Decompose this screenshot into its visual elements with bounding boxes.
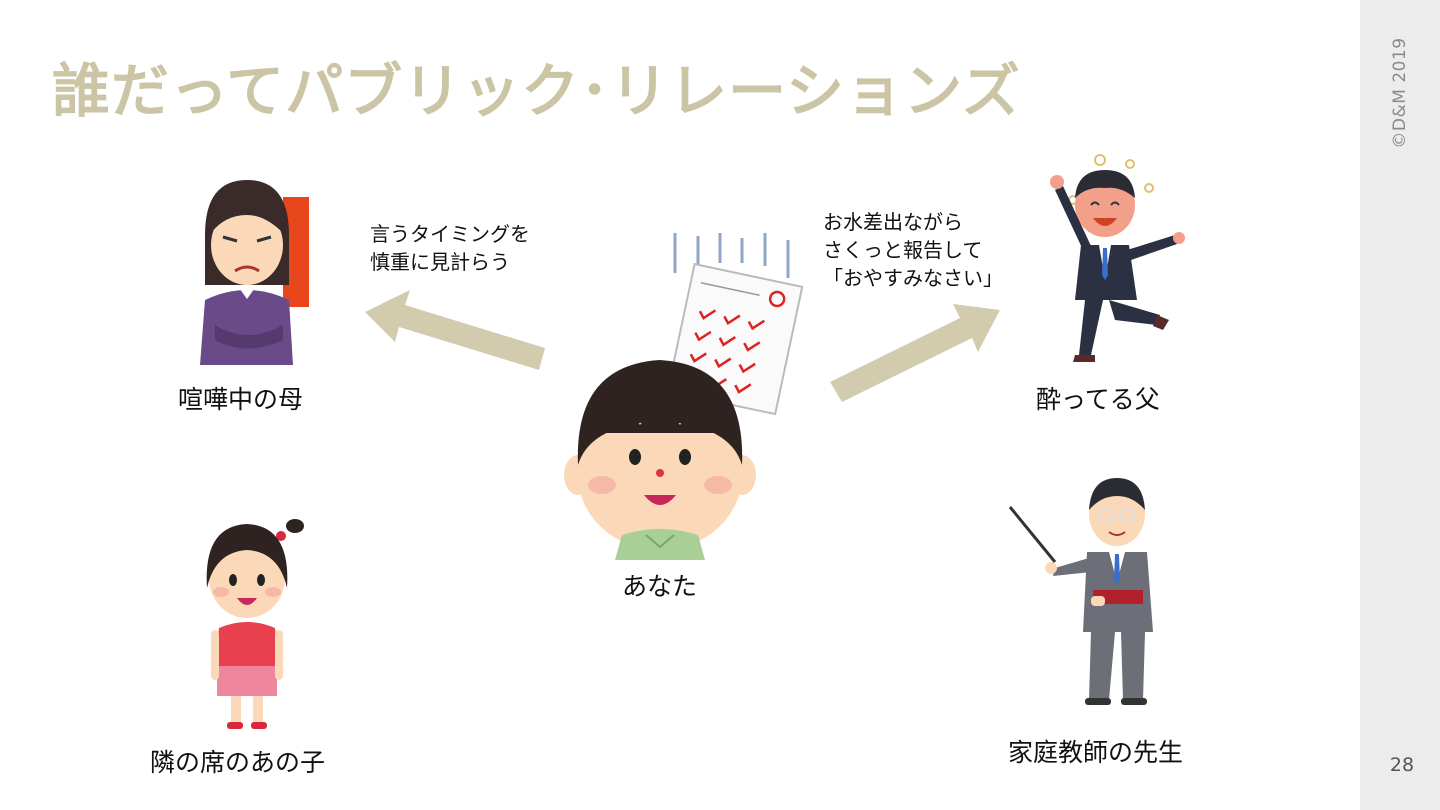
copyright: ©D&M 2019 — [1362, 28, 1438, 158]
slide: 誰だってパブリック･リレーションズ 喧嘩中の母 言うタイミングを 慎重に見計らう — [52, 57, 1185, 777]
slide-title: 誰だってパブリック･リレーションズ — [52, 57, 1021, 125]
note-left-line-1: 言うタイミングを — [370, 222, 530, 246]
sidebar — [1360, 0, 1440, 810]
boy-illustration — [564, 360, 756, 560]
girl-label: 隣の席のあの子 — [150, 748, 326, 777]
note-right-line-1: お水差出ながら — [823, 210, 963, 234]
mother-illustration — [200, 180, 309, 365]
father-label: 酔ってる父 — [1036, 385, 1160, 414]
mother-label: 喧嘩中の母 — [178, 385, 304, 414]
note-left-line-2: 慎重に見計らう — [370, 250, 510, 274]
copyright-text: ©D&M 2019 — [1390, 37, 1410, 149]
teacher-label: 家庭教師の先生 — [1008, 738, 1184, 767]
note-left: 言うタイミングを 慎重に見計らう — [370, 220, 530, 276]
arrow-left-icon — [365, 290, 545, 370]
girl-illustration — [206, 519, 304, 729]
note-right-line-3: 「おやすみなさい」 — [823, 266, 1003, 290]
arrow-right-icon — [830, 304, 1000, 402]
note-right: お水差出ながら さくっと報告して 「おやすみなさい」 — [823, 208, 1003, 292]
page-number: 28 — [1389, 754, 1415, 776]
teacher-illustration — [1008, 478, 1153, 705]
you-label: あなた — [622, 572, 698, 601]
drunk-father-illustration — [1050, 154, 1185, 362]
note-right-line-2: さくっと報告して — [823, 238, 983, 262]
